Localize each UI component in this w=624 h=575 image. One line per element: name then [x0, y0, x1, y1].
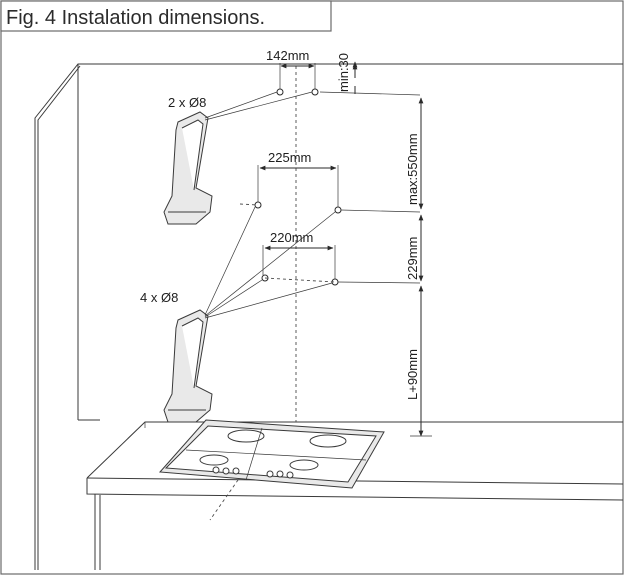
- top-holes-group: 142mm 2 x Ø8: [168, 48, 319, 121]
- dim-max550-label: max:550mm: [405, 133, 420, 205]
- dim-225-label: 225mm: [268, 150, 311, 165]
- dim-min30-label: min:30: [336, 53, 351, 92]
- title-box: [0, 0, 332, 32]
- holes-mid-label: 4 x Ø8: [140, 290, 178, 305]
- hole-top-right: [311, 88, 319, 96]
- dim-142-label: 142mm: [266, 48, 309, 63]
- hood-upper: [163, 111, 213, 225]
- dim-l90-label: L+90mm: [405, 349, 420, 400]
- dim-min30: min:30: [319, 53, 421, 96]
- mid-holes-group: 225mm: [239, 150, 421, 214]
- holes-top-label: 2 x Ø8: [168, 95, 206, 110]
- wall-outline: [34, 63, 623, 570]
- right-dimension-chain: max:550mm 229mm L+90mm: [405, 97, 432, 437]
- dim-220-label: 220mm: [270, 230, 313, 245]
- dim-229-label: 229mm: [405, 237, 420, 280]
- hole-top-left: [276, 88, 284, 96]
- figure-title: Fig. 4 Instalation dimensions.: [6, 7, 265, 29]
- center-axis-lower: [209, 469, 246, 521]
- hob: [158, 419, 385, 489]
- hole-mid-right: [334, 206, 342, 214]
- low-holes-group: 220mm 4 x Ø8: [140, 206, 421, 319]
